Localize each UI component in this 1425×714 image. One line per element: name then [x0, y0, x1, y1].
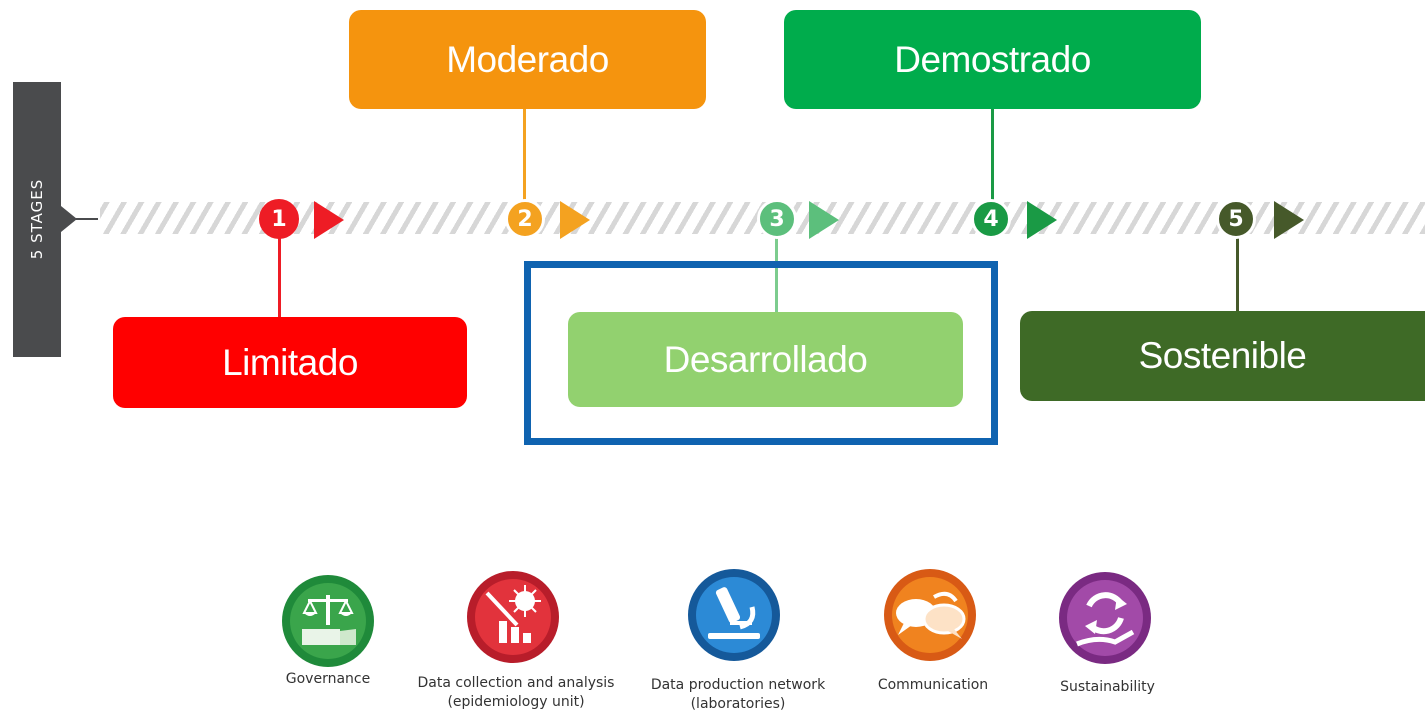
stage-1-number: 1 [259, 199, 299, 239]
stage-2-number: 2 [505, 199, 545, 239]
pillar-label-data-collection: Data collection and analysis (epidemiolo… [417, 675, 615, 710]
connector-stage-3 [775, 238, 778, 312]
connector-stage-1 [278, 238, 281, 318]
connector-stage-2 [523, 108, 526, 201]
stage-3-number: 3 [757, 199, 797, 239]
pillar-label-data-production: Data production network (laboratories) [650, 677, 826, 712]
stage-4-box: Demostrado [784, 10, 1201, 109]
speech-bubbles-icon [882, 567, 978, 663]
stage-5-box: Sostenible [1020, 311, 1425, 401]
connector-stage-5 [1236, 238, 1239, 312]
stage-1-box: Limitado [113, 317, 467, 408]
stage-5-arrow [1274, 201, 1304, 239]
connector-stage-4 [991, 108, 994, 201]
pillar-label-sustainability: Sustainability [1060, 679, 1155, 695]
side-tab-line [76, 218, 98, 220]
stage-3-box: Desarrollado [568, 312, 963, 407]
stage-2-arrow [560, 201, 590, 239]
microscope-icon [686, 567, 782, 663]
scales-icon [280, 573, 376, 669]
stage-4-arrow [1027, 201, 1057, 239]
side-tab-label: 5 STAGES [28, 178, 46, 260]
stage-1-arrow [314, 201, 344, 239]
stage-3-arrow [809, 201, 839, 239]
side-tab-pointer [61, 206, 77, 232]
stage-5-number: 5 [1216, 199, 1256, 239]
pillar-label-governance: Governance [285, 671, 371, 687]
selected-stage-highlight [524, 261, 998, 445]
pillar-label-communication: Communication [877, 677, 989, 693]
stage-2-box: Moderado [349, 10, 706, 109]
hand-cycle-icon [1057, 570, 1153, 666]
virus-chart-icon [465, 569, 561, 665]
stage-4-number: 4 [971, 199, 1011, 239]
stages-side-tab: 5 STAGES [13, 82, 61, 357]
